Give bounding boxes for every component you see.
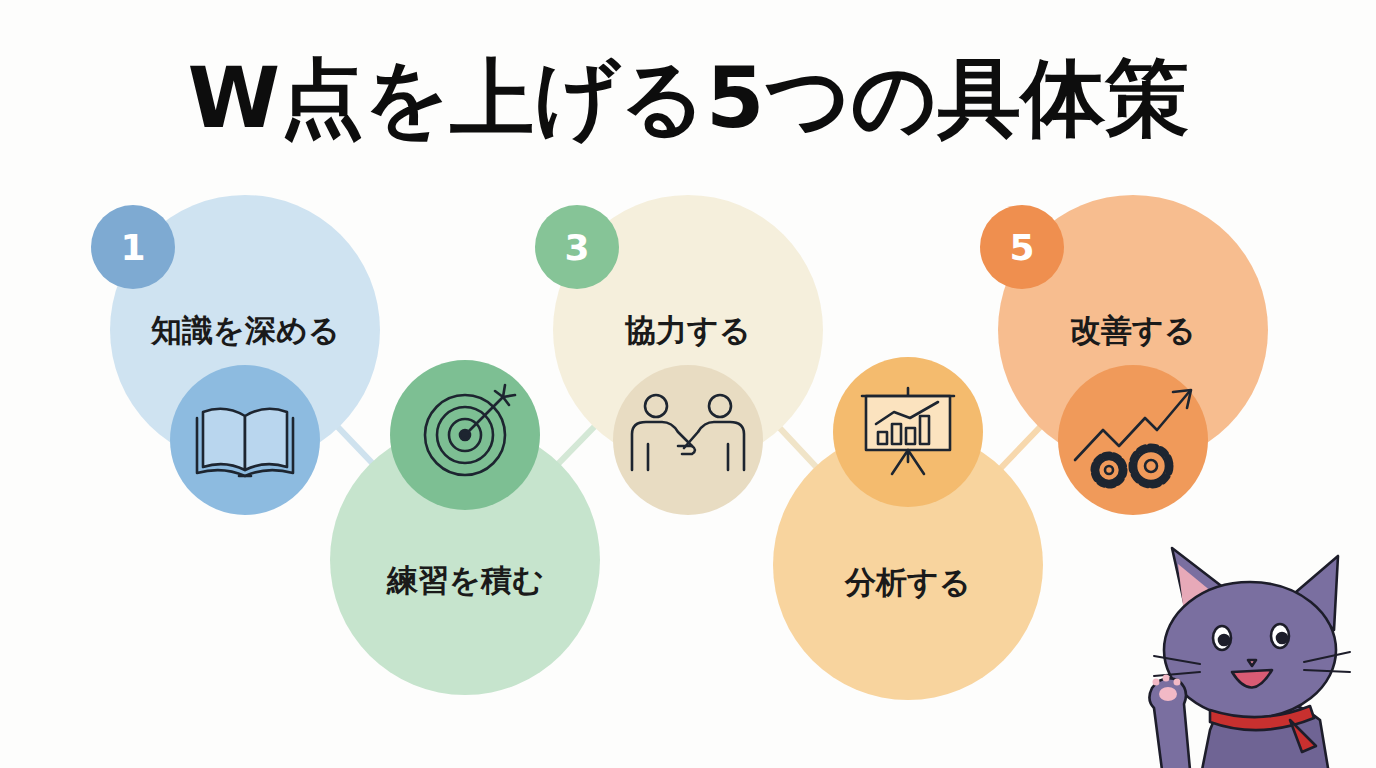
- book-icon: [170, 365, 320, 515]
- handshake-icon: [613, 365, 763, 515]
- title: W点を上げる5つの具体策: [0, 48, 1376, 148]
- connector-line: [778, 426, 819, 470]
- chart-board-icon: [833, 357, 983, 507]
- cat-mascot: [1149, 548, 1350, 768]
- callout-number: 1: [91, 205, 175, 289]
- callout-number: 3: [535, 205, 619, 289]
- step-label: 練習を積む: [330, 560, 600, 600]
- step-label: 改善する: [998, 310, 1268, 350]
- connector-line: [336, 425, 375, 466]
- step-label: 協力する: [553, 310, 823, 350]
- growth-gears-icon: [1058, 365, 1208, 515]
- connector-line: [999, 425, 1043, 471]
- connector-line: [556, 424, 597, 466]
- target-icon: [390, 360, 540, 510]
- step-label: 分析する: [773, 562, 1043, 602]
- step-label: 知識を深める: [110, 310, 380, 350]
- callout-number: 5: [980, 205, 1064, 289]
